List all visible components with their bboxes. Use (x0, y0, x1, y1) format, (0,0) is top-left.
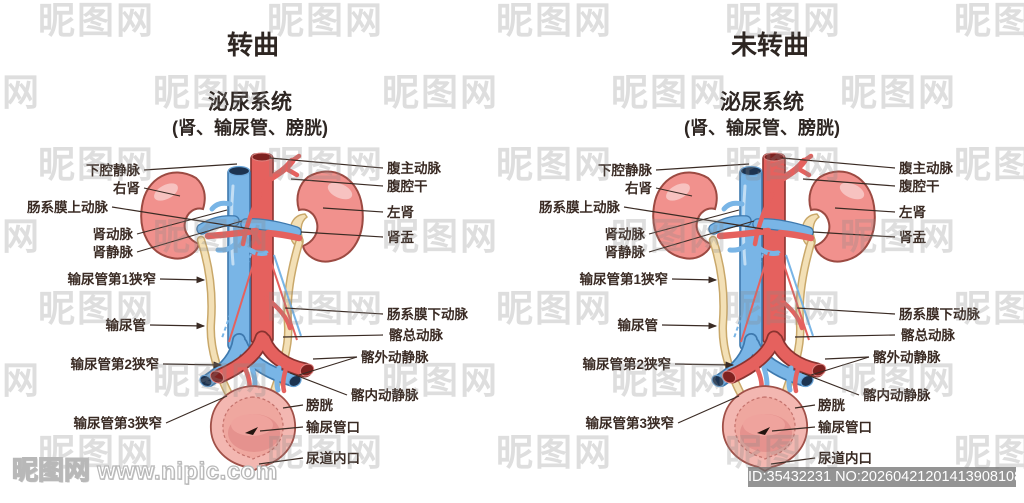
label-ureteral-orifice: 输尿管口 (818, 419, 872, 435)
label-right-kidney: 右肾 (113, 180, 140, 196)
label-ureter-narrowing-3: 输尿管第3狭窄 (585, 415, 674, 431)
label-internal-urethral-orifice: 尿道内口 (306, 450, 360, 466)
label-celiac-trunk: 腹腔干 (387, 178, 428, 194)
label-ureter-narrowing-1: 输尿管第1狭窄 (67, 271, 156, 287)
label-left-kidney: 左肾 (386, 204, 414, 220)
variant-title: 未转曲 (731, 30, 809, 60)
label-ureter-narrowing-3: 输尿管第3狭窄 (73, 415, 162, 431)
label-external-iliac-vessels: 髂外动静脉 (361, 349, 429, 365)
label-left-kidney: 左肾 (898, 204, 927, 220)
label-ureter-narrowing-2: 输尿管第2狭窄 (582, 356, 671, 372)
label-ureter-narrowing-2: 输尿管第2狭窄 (70, 356, 159, 372)
diagram-title: 泌尿系统 (720, 90, 804, 114)
label-common-iliac-artery: 髂总动脉 (901, 327, 955, 343)
label-superior-mesenteric-artery: 肠系膜上动脉 (27, 199, 108, 215)
label-right-kidney: 右肾 (625, 180, 653, 196)
label-renal-artery: 肾动脉 (93, 226, 134, 242)
label-bladder: 膀胱 (305, 397, 333, 413)
label-renal-artery: 肾动脉 (605, 226, 646, 242)
label-ureter: 输尿管 (106, 317, 147, 333)
label-internal-iliac-vessels: 髂内动静脉 (351, 387, 419, 403)
label-inferior-mesenteric-artery: 肠系膜下动脉 (899, 306, 980, 322)
label-common-iliac-artery: 髂总动脉 (389, 327, 443, 343)
diagram-title: 泌尿系统 (208, 90, 292, 114)
label-external-iliac-vessels: 髂外动静脉 (873, 349, 941, 365)
nipic-logo-text: 昵图网 (11, 454, 91, 485)
label-ureteral-orifice: 输尿管口 (306, 419, 360, 435)
label-renal-vein: 肾静脉 (605, 244, 646, 260)
nipic-url-text: www.nipic.com (97, 457, 278, 485)
panel-outlined-version: 转曲 泌尿系统 (肾、输尿管、膀胱) 下腔静脉 右肾 肠系膜上动脉 肾动脉 肾静… (27, 30, 468, 503)
image-id-badge: ID:35432231 NO:20260421201413908108 (748, 467, 1023, 487)
diagram-subtitle: (肾、输尿管、膀胱) (172, 117, 328, 138)
label-abdominal-aorta: 腹主动脉 (899, 160, 953, 176)
panel-non-outlined-version: 未转曲 泌尿系统 (肾、输尿管、膀胱) 下腔静脉 右肾 肠系膜上动脉 肾动脉 肾… (512, 0, 1024, 503)
label-abdominal-aorta: 腹主动脉 (387, 160, 441, 176)
nipic-site-watermark: 昵图网 www.nipic.com (11, 450, 278, 487)
label-internal-iliac-vessels: 髂内动静脉 (863, 387, 931, 403)
label-ureter-narrowing-1: 输尿管第1狭窄 (579, 271, 668, 287)
label-inferior-vena-cava: 下腔静脉 (86, 162, 140, 178)
label-renal-pelvis: 肾盂 (899, 230, 927, 245)
label-renal-vein: 肾静脉 (93, 244, 134, 260)
diagram-subtitle: (肾、输尿管、膀胱) (684, 117, 840, 138)
label-inferior-vena-cava: 下腔静脉 (598, 162, 652, 178)
label-inferior-mesenteric-artery: 肠系膜下动脉 (387, 306, 468, 322)
variant-title: 转曲 (227, 30, 279, 60)
label-ureter: 输尿管 (618, 317, 659, 333)
label-renal-pelvis: 肾盂 (387, 230, 414, 245)
label-bladder: 膀胱 (817, 397, 846, 413)
label-internal-urethral-orifice: 尿道内口 (818, 450, 872, 466)
label-superior-mesenteric-artery: 肠系膜上动脉 (539, 199, 620, 215)
label-celiac-trunk: 腹腔干 (899, 178, 940, 194)
